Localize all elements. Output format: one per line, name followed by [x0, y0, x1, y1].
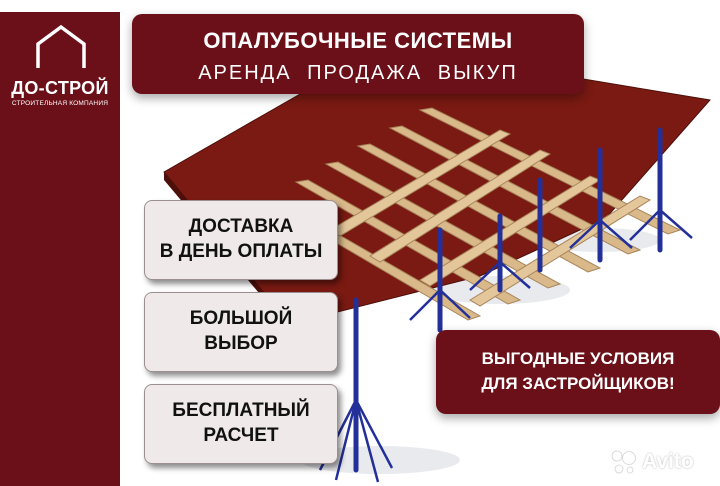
feature-line: ВЫБОР: [204, 333, 278, 354]
header-banner: ОПАЛУБОЧНЫЕ СИСТЕМЫ АРЕНДА ПРОДАЖА ВЫКУП: [132, 14, 584, 94]
feature-card-calculation: БЕСПЛАТНЫЙ РАСЧЕТ: [144, 384, 338, 464]
feature-line: БОЛЬШОЙ: [189, 308, 293, 330]
company-logo: ДО-СТРОЙ СТРОИТЕЛЬНАЯ КОМПАНИЯ: [0, 22, 120, 112]
header-title: ОПАЛУБОЧНЫЕ СИСТЕМЫ: [203, 28, 513, 53]
promo-banner: ВЫГОДНЫЕ УСЛОВИЯ ДЛЯ ЗАСТРОЙЩИКОВ!: [436, 330, 720, 414]
feature-line: ДОСТАВКА: [188, 216, 294, 238]
brand-sidebar: ДО-СТРОЙ СТРОИТЕЛЬНАЯ КОМПАНИЯ: [0, 12, 120, 486]
feature-line: РАСЧЕТ: [203, 425, 279, 446]
feature-card-selection: БОЛЬШОЙ ВЫБОР: [144, 292, 338, 372]
brand-name: ДО-СТРОЙ: [11, 78, 109, 98]
feature-card-delivery: ДОСТАВКА В ДЕНЬ ОПЛАТЫ: [144, 200, 338, 280]
house-icon: [36, 24, 86, 68]
promo-line: ВЫГОДНЫЕ УСЛОВИЯ: [481, 349, 675, 369]
header-subtitle: АРЕНДА ПРОДАЖА ВЫКУП: [198, 62, 518, 84]
avito-dots-icon: [611, 450, 636, 474]
feature-line: БЕСПЛАТНЫЙ: [172, 400, 310, 422]
feature-line: В ДЕНЬ ОПЛАТЫ: [159, 241, 323, 262]
watermark-text: Avito: [642, 450, 694, 473]
promo-line: ДЛЯ ЗАСТРОЙЩИКОВ!: [481, 374, 675, 393]
brand-tagline: СТРОИТЕЛЬНАЯ КОМПАНИЯ: [11, 100, 109, 107]
avito-watermark: Avito: [608, 444, 712, 480]
steel-props: [353, 127, 663, 473]
